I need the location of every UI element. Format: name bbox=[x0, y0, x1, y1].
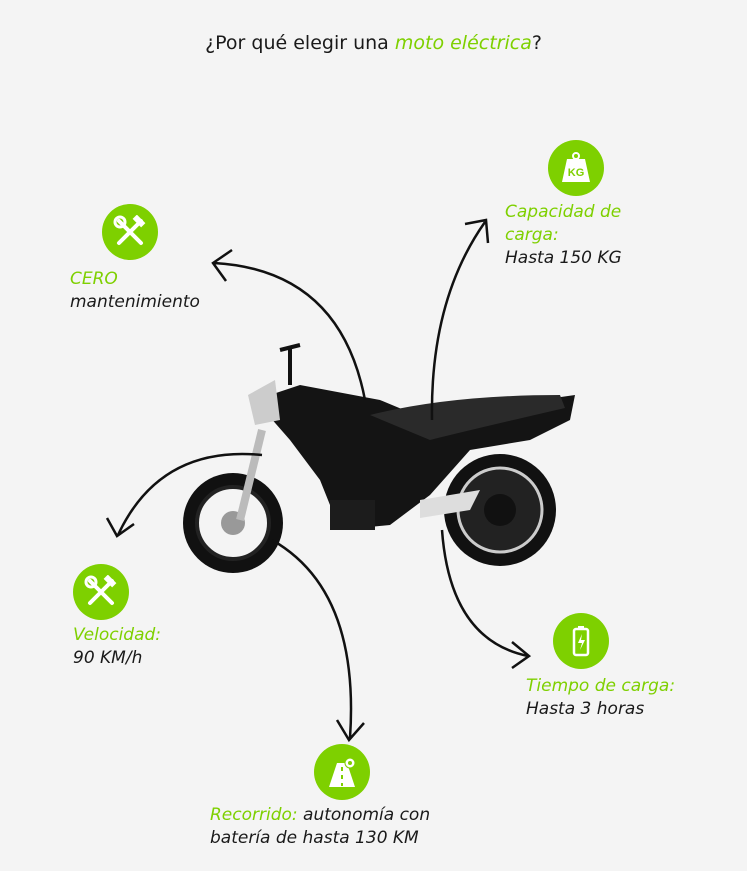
tools-icon bbox=[73, 564, 129, 620]
feature-velocidad: Velocidad: 90 KM/h bbox=[73, 624, 161, 670]
tools-icon bbox=[102, 204, 158, 260]
feature-value: Hasta 3 horas bbox=[526, 699, 645, 719]
feature-capacidad: Capacidad de carga: Hasta 150 KG bbox=[505, 201, 665, 270]
title-highlight: moto eléctrica bbox=[394, 32, 532, 54]
weight-kg-icon: KG bbox=[548, 140, 604, 196]
feature-label: Capacidad de carga: bbox=[505, 202, 622, 245]
feature-label: CERO bbox=[70, 269, 118, 289]
feature-recorrido: Recorrido: autonomía con batería de hast… bbox=[210, 804, 490, 850]
feature-value: autonomía con batería de hasta 130 KM bbox=[210, 805, 431, 848]
road-pin-icon bbox=[314, 744, 370, 800]
motorcycle-image bbox=[183, 343, 575, 573]
feature-label: Velocidad: bbox=[73, 625, 162, 645]
kg-text: KG bbox=[568, 167, 585, 179]
feature-value: 90 KM/h bbox=[73, 648, 143, 668]
feature-label: Recorrido: bbox=[210, 805, 298, 825]
feature-value: mantenimiento bbox=[70, 292, 200, 312]
feature-label: Tiempo de carga: bbox=[526, 676, 676, 696]
arrows bbox=[105, 218, 532, 743]
title-suffix: ? bbox=[531, 32, 542, 54]
battery-icon bbox=[553, 613, 609, 669]
title-prefix: ¿Por qué elegir una bbox=[205, 32, 395, 54]
feature-tiempo: Tiempo de carga: Hasta 3 horas bbox=[526, 675, 676, 721]
page-title: ¿Por qué elegir una moto eléctrica? bbox=[0, 32, 747, 54]
feature-value: Hasta 150 KG bbox=[505, 248, 622, 268]
feature-mantenimiento: CERO mantenimiento bbox=[70, 268, 200, 314]
